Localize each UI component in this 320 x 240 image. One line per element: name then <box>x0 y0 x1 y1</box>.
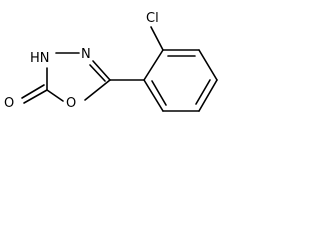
bond-ph-4-5 <box>198 79 218 112</box>
atom-label-o-ring: O <box>66 96 76 111</box>
atom-labels: HN N O O Cl <box>4 11 159 111</box>
bond-ph-6-1 <box>143 79 164 112</box>
bond-ph-1-2 <box>143 49 164 81</box>
bond-n-c5 <box>92 60 111 81</box>
bond-ph-inner-c <box>151 80 167 106</box>
atom-label-cl: Cl <box>146 11 159 26</box>
atom-label-o-carbonyl: O <box>4 96 14 111</box>
atom-label-n: N <box>81 47 91 62</box>
atom-label-nh: HN <box>30 51 50 66</box>
chemical-structure-drawing: HN N O O Cl <box>4 11 218 112</box>
bond-o-ring-c2 <box>46 89 64 102</box>
bond-c2-o-carbonyl <box>23 89 48 104</box>
bond-n-c5-double <box>89 64 106 82</box>
bonds <box>21 26 218 112</box>
bond-ph-inner-b <box>195 79 211 105</box>
bond-c2-o-carbonyl-double <box>21 84 45 99</box>
bond-ph-3-4 <box>198 49 218 81</box>
bond-c5-o-ring <box>84 79 111 101</box>
bond-ph-cl <box>150 26 164 51</box>
